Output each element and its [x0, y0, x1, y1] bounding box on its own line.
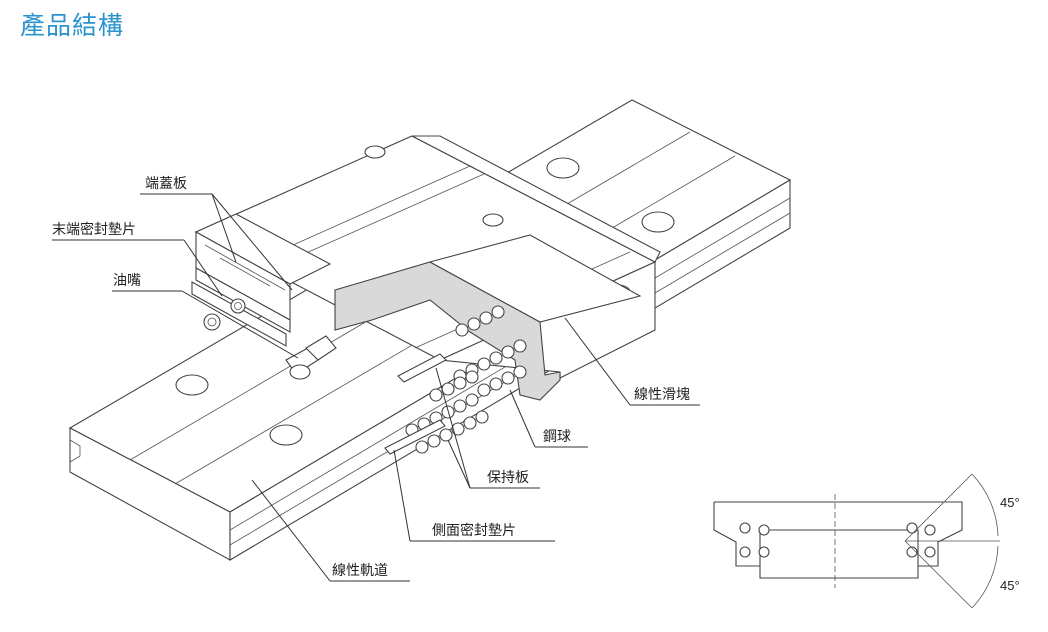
- angle-lower-label: 45°: [1000, 578, 1020, 593]
- label-end-seal: 末端密封墊片: [52, 221, 136, 238]
- label-side-seal: 側面密封墊片: [432, 522, 516, 539]
- page-title: 產品結構: [20, 11, 125, 40]
- label-grease-nipple: 油嘴: [113, 273, 141, 289]
- label-block: 線性滑塊: [634, 386, 690, 403]
- section-view: [713, 473, 1000, 609]
- label-rail: 線性軌道: [332, 563, 388, 579]
- end-cap-assembly: [191, 213, 337, 380]
- label-steel-ball: 鋼球: [543, 429, 571, 445]
- label-end-cap: 端蓋板: [145, 176, 187, 192]
- grease-nipple: [285, 335, 337, 380]
- label-retainer: 保持板: [487, 470, 529, 486]
- cutaway-section: [334, 234, 642, 401]
- retainer-plate: [384, 353, 447, 455]
- angle-upper-label: 45°: [1000, 495, 1020, 510]
- leader-lines: [52, 193, 700, 582]
